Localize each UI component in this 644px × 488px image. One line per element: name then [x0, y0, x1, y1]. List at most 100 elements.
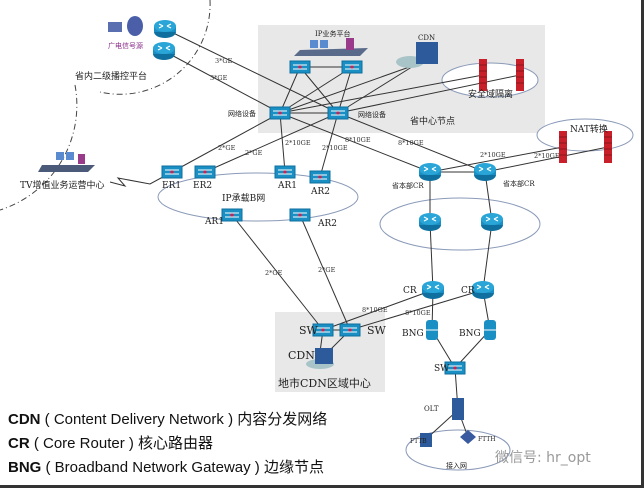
ar2-label: AR2 [310, 187, 330, 197]
playout-boundary [99, 0, 211, 95]
firewall-icon [478, 58, 488, 92]
cr-label: CR [461, 286, 475, 296]
security-zone-label: 安全域隔离 [468, 88, 513, 100]
olt-label: OLT [424, 405, 439, 413]
sw-label: SW [367, 324, 387, 337]
bng-label: BNG [402, 329, 424, 339]
router-icon[interactable] [473, 162, 497, 182]
switch-icon[interactable] [327, 106, 349, 120]
link-label: 2*GE [218, 144, 236, 152]
bng-label: BNG [459, 329, 481, 339]
net-device-label: 网络设备 [228, 109, 256, 118]
security-zone-cloud [441, 62, 539, 98]
legend-cn: 核心路由器 [138, 435, 214, 452]
ar1-label: AR1 [277, 181, 297, 191]
router-icon[interactable] [471, 280, 495, 300]
ftth-label: FTTH [478, 436, 496, 443]
legend-full: ( Broadband Network Gateway ) [45, 459, 260, 476]
cdn-label: CDN [288, 349, 315, 362]
legend-full: ( Content Delivery Network ) [44, 411, 234, 428]
link-label: 8*10GE [405, 309, 431, 317]
er1-label: ER1 [162, 181, 181, 191]
ip-platform-icon [294, 38, 368, 56]
frame-border [641, 0, 644, 488]
firewall-icon [603, 130, 613, 164]
link-label: 2*10GE [534, 152, 560, 160]
router-icon[interactable] [421, 280, 445, 300]
cr-hq-label: 省本部CR [392, 181, 424, 190]
link-label: 2*GE [318, 266, 336, 274]
ar1-label: AR1 [204, 217, 224, 227]
broadcast-source-label: 广电信号源 [108, 41, 143, 50]
link-label: 2*GE [245, 149, 263, 157]
legend-abbr: BNG [8, 459, 42, 476]
link-label: 3*GE [210, 74, 228, 82]
bng-icon[interactable] [425, 319, 439, 341]
ip-platform-label: IP业务平台 [315, 29, 350, 38]
switch-icon[interactable] [269, 106, 291, 120]
firewall-icon [558, 130, 568, 164]
frame-border [0, 485, 644, 488]
cr-label: CR [403, 286, 417, 296]
net-device-label: 网络设备 [358, 110, 386, 119]
router-icon[interactable] [221, 208, 243, 222]
tv-boundary [0, 84, 78, 211]
core-cloud [379, 197, 541, 251]
link-label: 8*10GE [398, 139, 424, 147]
link-label: 2*10GE [322, 144, 348, 152]
fttb-icon [420, 433, 432, 447]
router-icon[interactable] [152, 41, 176, 61]
fttb-label: FTTB [410, 438, 427, 445]
router-icon[interactable] [480, 212, 504, 232]
sw-label: SW [299, 324, 319, 337]
city-cdn-server-icon [306, 348, 334, 369]
sw-label: SW [434, 364, 450, 374]
broadcast-source-icon [108, 16, 143, 36]
olt-icon[interactable] [452, 398, 464, 420]
legend-bng: BNG ( Broadband Network Gateway ) 边缘节点 [8, 456, 324, 477]
tv-server-icon [38, 152, 95, 172]
ar2-label: AR2 [317, 219, 337, 229]
link-label: 8*10GE [362, 306, 388, 314]
playout-label: 省内二级播控平台 [75, 70, 147, 82]
legend-cr: CR ( Core Router ) 核心路由器 [8, 432, 213, 453]
province-center-label: 省中心节点 [410, 115, 455, 127]
switch-icon[interactable] [289, 60, 311, 74]
router-icon[interactable] [153, 19, 177, 39]
router-icon[interactable] [274, 165, 296, 179]
access-net-label: 接入网 [446, 461, 467, 470]
link-label: 3*GE [215, 57, 233, 65]
firewall-icon [515, 58, 525, 92]
legend-abbr: CDN [8, 411, 41, 428]
link-label: 2*10GE [285, 139, 311, 147]
bng-icon[interactable] [483, 319, 497, 341]
legend-cdn: CDN ( Content Delivery Network ) 内容分发网络 [8, 408, 327, 429]
er2-label: ER2 [193, 181, 212, 191]
nat-label: NAT转换 [570, 123, 608, 135]
city-cdn-center-label: 地市CDN区域中心 [278, 376, 371, 390]
switch-icon[interactable] [341, 60, 363, 74]
ip-b-net-label: IP承载B网 [222, 192, 265, 204]
legend-cn: 边缘节点 [263, 459, 324, 476]
link-label: 2*10GE [480, 151, 506, 159]
ftth-icon [460, 430, 476, 444]
router-icon[interactable] [194, 165, 216, 179]
legend-abbr: CR [8, 435, 30, 452]
router-icon[interactable] [418, 212, 442, 232]
router-icon[interactable] [161, 165, 183, 179]
cdn-label: CDN [418, 34, 435, 42]
cr-hq-label: 省本部CR [503, 179, 535, 188]
nat-cloud [536, 118, 634, 152]
legend-cn: 内容分发网络 [237, 411, 328, 428]
cdn-server-icon [396, 42, 438, 68]
router-icon[interactable] [289, 208, 311, 222]
watermark: 微信号: hr_opt [495, 450, 591, 466]
router-icon[interactable] [309, 170, 331, 184]
link-label: 2*GE [265, 269, 283, 277]
router-icon[interactable] [418, 162, 442, 182]
legend-full: ( Core Router ) [33, 435, 134, 452]
tv-center-label: TV增值业务运营中心 [20, 179, 105, 191]
link-label: 8*10GE [345, 136, 371, 144]
switch-icon[interactable] [339, 323, 361, 337]
